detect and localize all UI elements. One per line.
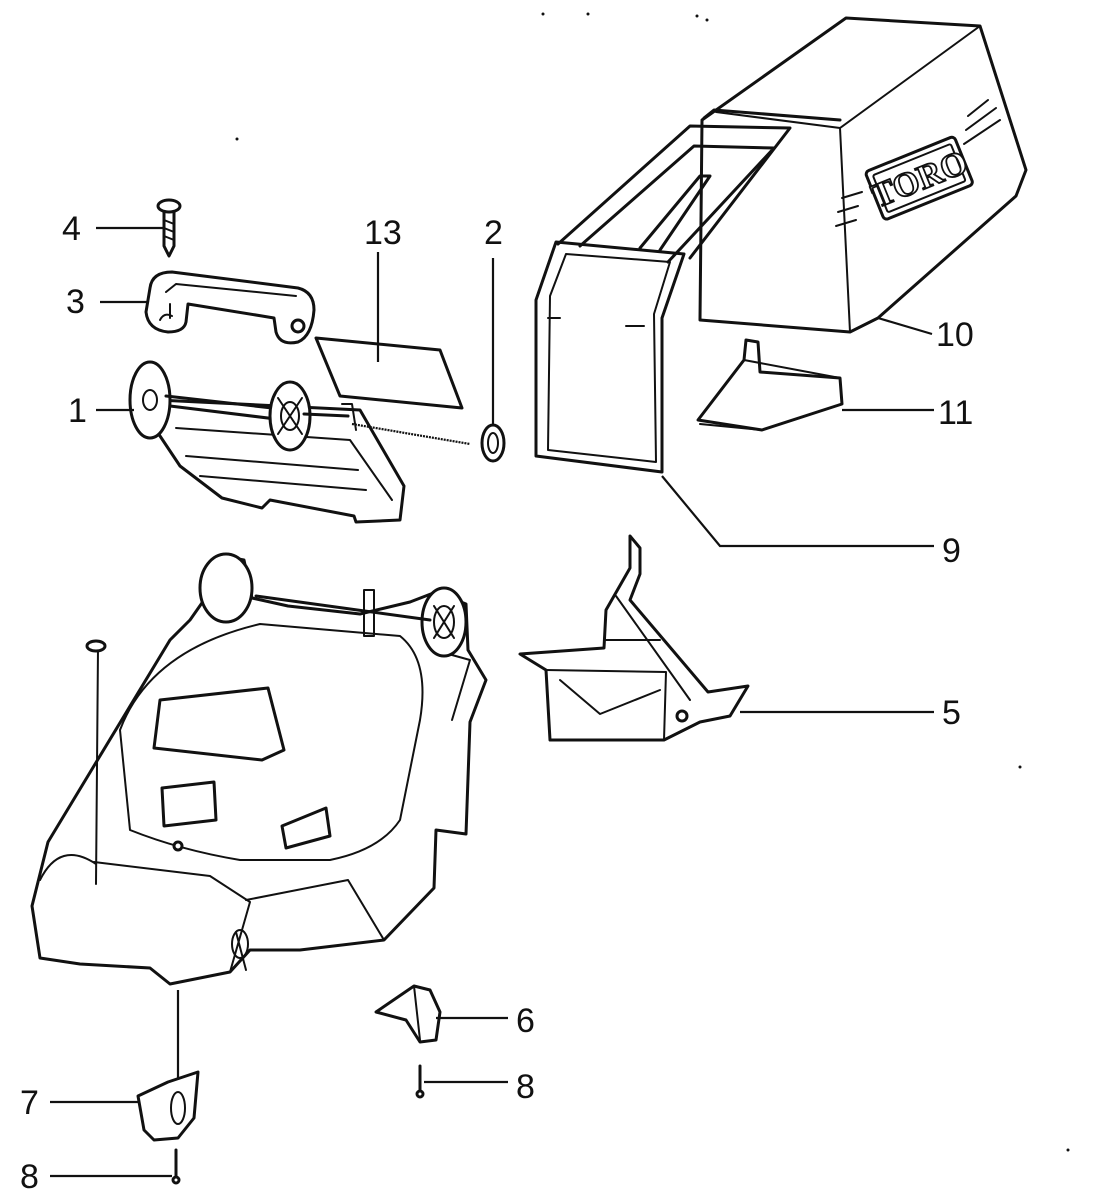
- callout-labels: 4 3 1 13 2 10 11 9 5 6 8 7 8: [20, 210, 974, 1192]
- callout-6: 6: [516, 1002, 535, 1040]
- mower-deck-housing: [30, 552, 488, 986]
- part-13-label: [314, 336, 464, 410]
- callout-9: 9: [942, 532, 961, 570]
- callout-3: 3: [66, 283, 85, 321]
- callout-5: 5: [942, 694, 961, 732]
- part-6-small-deflector: [374, 984, 442, 1044]
- callout-8-upper: 8: [516, 1068, 535, 1106]
- callout-11: 11: [938, 394, 973, 432]
- callout-7: 7: [20, 1084, 39, 1122]
- scan-specks: [235, 12, 1070, 1152]
- callout-4: 4: [62, 210, 81, 248]
- part-5-rear-chute: [518, 534, 750, 742]
- leader-lines: [50, 226, 934, 1178]
- part-4-screw: [156, 198, 182, 258]
- part-3-handle-bracket: [144, 270, 316, 345]
- callout-1: 1: [68, 392, 87, 430]
- callout-2: 2: [484, 214, 503, 252]
- callout-8-lower: 8: [20, 1158, 39, 1192]
- part-2-clip: [480, 423, 506, 463]
- callout-13: 13: [364, 214, 402, 252]
- part-1-rear-axle-frame: [128, 360, 471, 524]
- part-7-clip: [136, 990, 200, 1142]
- part-11-deflector: [696, 338, 844, 432]
- part-8-screw-lower: [171, 1148, 181, 1185]
- part-8-screw-upper: [415, 1064, 425, 1099]
- callout-10: 10: [936, 316, 974, 354]
- part-9-bag-frame: [534, 108, 842, 474]
- part-10-grass-bag: TORO: [698, 16, 1028, 334]
